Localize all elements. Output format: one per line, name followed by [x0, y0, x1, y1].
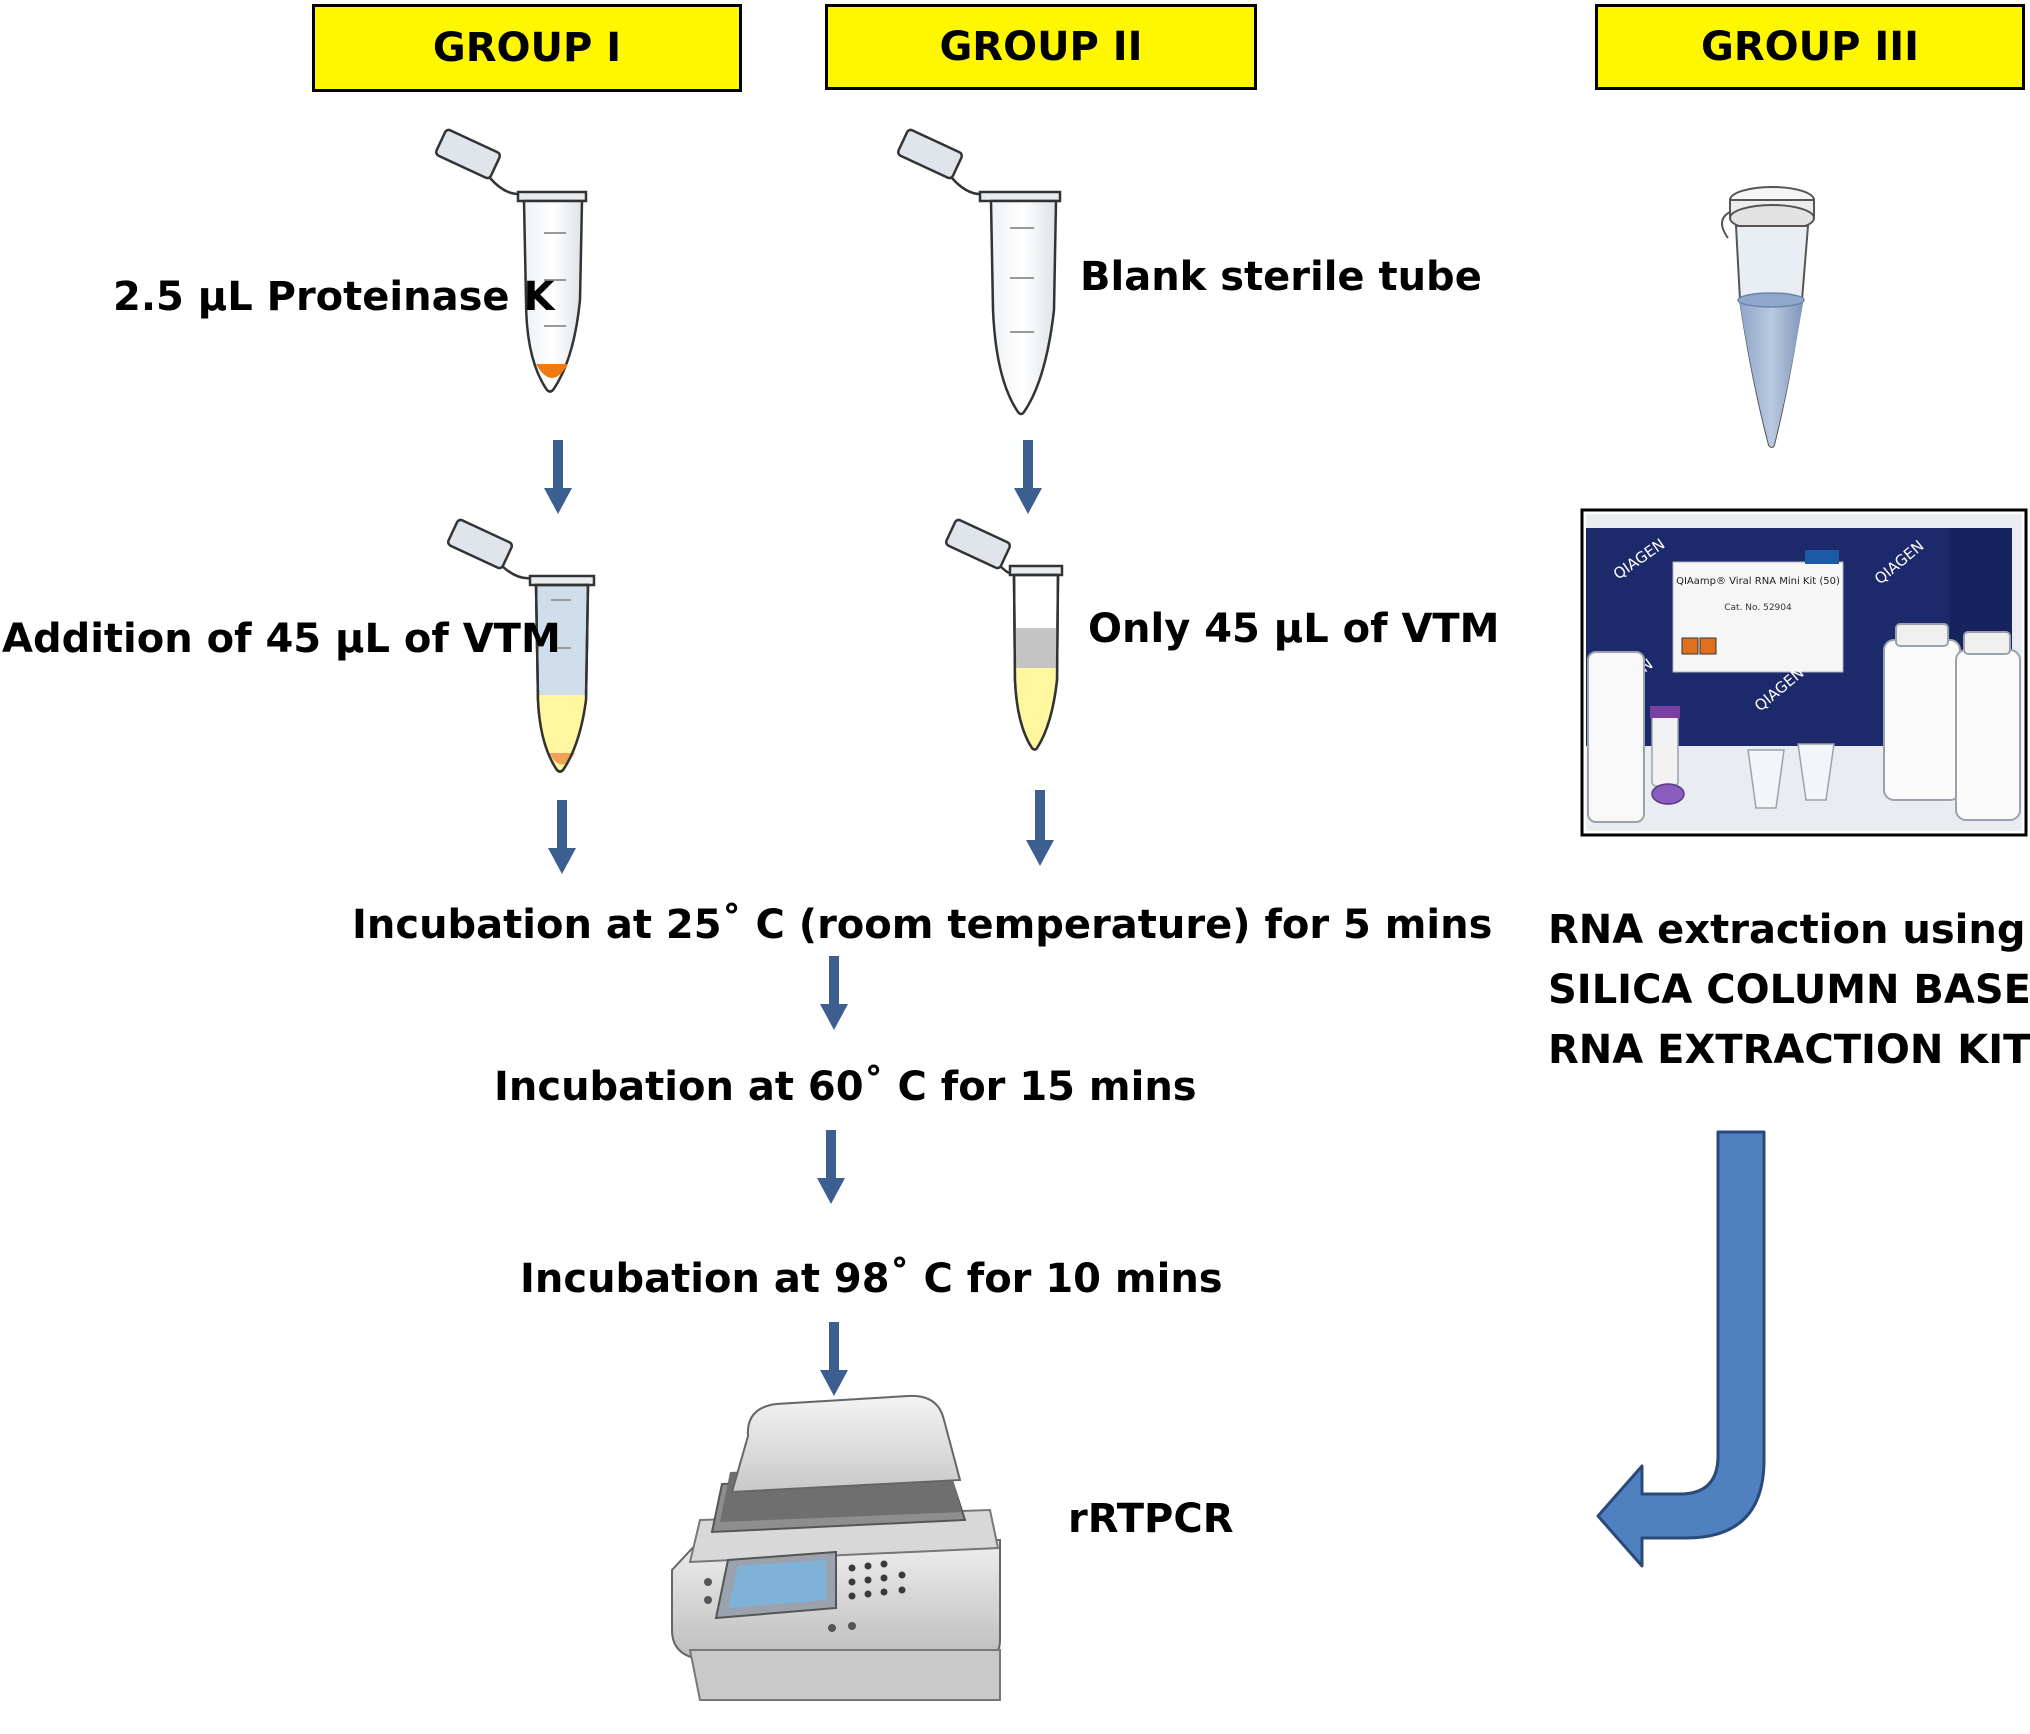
tube-proteinase-k — [434, 128, 588, 393]
label-rrtpcr: rRTPCR — [1068, 1496, 1234, 1542]
rna-extraction-note: RNA extraction using: SILICA COLUMN BASE… — [1548, 900, 2030, 1080]
tube-proteinase-vtm — [446, 518, 596, 773]
tube-vtm-only — [944, 518, 1064, 751]
label-incubation-98: Incubation at 98˚ C for 10 mins — [520, 1256, 1223, 1302]
group-i-label: GROUP I — [312, 4, 742, 92]
label-blank-tube: Blank sterile tube — [1080, 254, 1482, 300]
kit-title: QIAamp® Viral RNA Mini Kit (50) — [1676, 576, 1840, 587]
label-only-vtm: Only 45 µL of VTM — [1088, 606, 1500, 652]
group-ii-label: GROUP II — [825, 4, 1257, 90]
tube-blank — [896, 128, 1062, 416]
label-incubation-60: Incubation at 60˚ C for 15 mins — [494, 1064, 1197, 1110]
arrow-1 — [544, 440, 572, 514]
rna-extraction-line-3: RNA EXTRACTION KIT — [1548, 1027, 2030, 1073]
arrow-5 — [820, 956, 848, 1030]
pcr-machine-illustration — [671, 1394, 1001, 1701]
kit-cat-no: Cat. No. 52904 — [1724, 603, 1792, 613]
arrow-6 — [817, 1130, 845, 1204]
rna-extraction-line-2: SILICA COLUMN BASED — [1548, 967, 2030, 1013]
arrow-2 — [1014, 440, 1042, 514]
arrow-4 — [1026, 790, 1054, 866]
arrow-7 — [820, 1322, 848, 1396]
rna-extraction-line-1: RNA extraction using: — [1548, 907, 2030, 953]
rna-kit-photo: QIAamp® Viral RNA Mini Kit (50) Cat. No.… — [1580, 508, 2028, 837]
label-incubation-25: Incubation at 25˚ C (room temperature) f… — [352, 902, 1493, 948]
arrow-3 — [548, 800, 576, 874]
group-iii-label: GROUP III — [1595, 4, 2025, 90]
label-addition-vtm: Addition of 45 µL of VTM — [2, 616, 561, 662]
tube-group-iii — [1721, 186, 1815, 448]
big-hook-arrow — [1596, 1130, 1766, 1568]
label-proteinase-k: 2.5 µL Proteinase K — [113, 274, 555, 320]
